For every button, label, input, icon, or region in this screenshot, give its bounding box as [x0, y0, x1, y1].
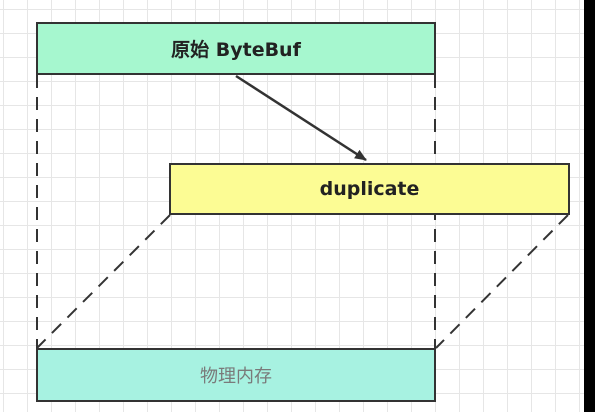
- original-bytebuf-box: 原始 ByteBuf: [36, 22, 436, 75]
- duplicate-left-dashed-line: [36, 214, 171, 349]
- physical-memory-label: 物理内存: [200, 366, 272, 387]
- duplicate-box: duplicate: [169, 163, 570, 215]
- original-bytebuf-label: 原始 ByteBuf: [171, 39, 301, 61]
- right-edge-bar: [584, 0, 595, 412]
- duplicate-right-dashed-line: [435, 214, 569, 349]
- physical-memory-box: 物理内存: [36, 348, 436, 402]
- duplicate-arrow: [235, 74, 367, 162]
- duplicate-label: duplicate: [319, 178, 420, 200]
